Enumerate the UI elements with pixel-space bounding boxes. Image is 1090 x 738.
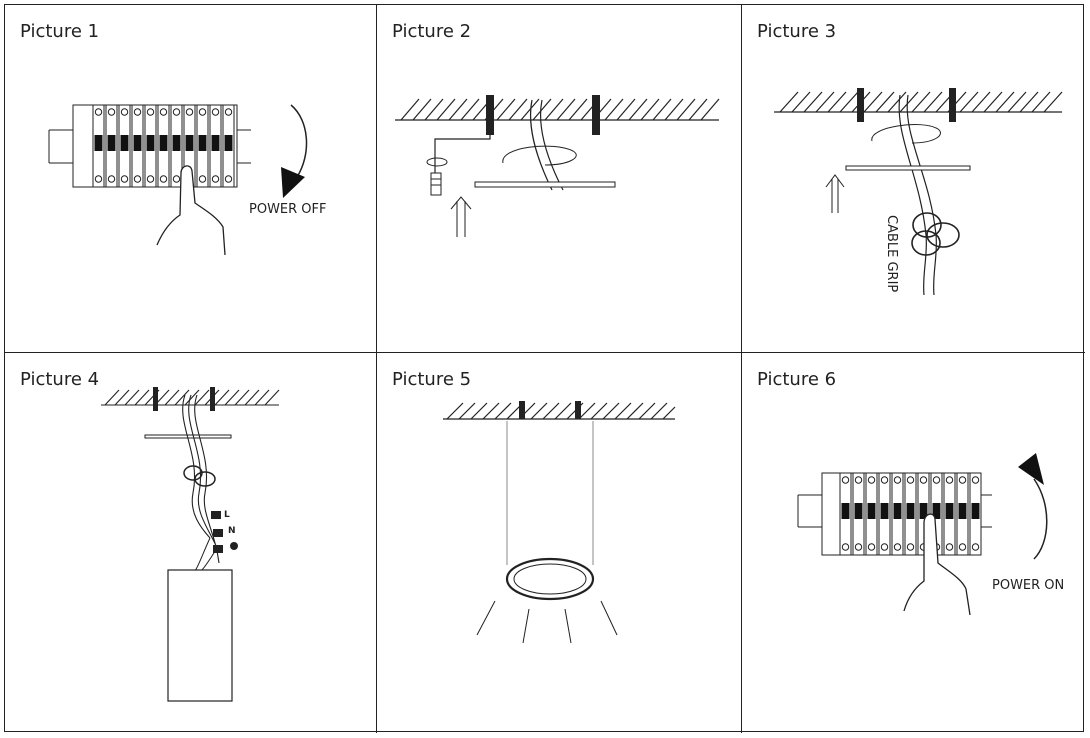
wall-plug-icon [575, 401, 581, 419]
cable-icon [182, 394, 220, 564]
arrow-head-icon [281, 167, 305, 198]
lamp-inner-ring-icon [513, 563, 587, 595]
rotation-arrow-icon [502, 145, 577, 166]
mounting-plate [845, 165, 971, 171]
rotation-icon [426, 157, 448, 167]
panel-picture-2: Picture 2 [377, 5, 742, 353]
panel-title: Picture 2 [392, 21, 472, 42]
ceiling-hatch [395, 98, 720, 121]
din-rail [48, 129, 251, 164]
power-on-label: POWER ON [992, 578, 1064, 593]
breaker-panel [72, 104, 238, 188]
wall-plug-icon [949, 88, 956, 122]
screw-guide-line [434, 127, 491, 173]
lamp-ring-icon [505, 557, 595, 601]
panel-title: Picture 1 [20, 21, 100, 42]
panel-title: Picture 5 [392, 369, 472, 390]
mounting-plate [474, 181, 616, 188]
terminal-label-n: N [228, 526, 236, 536]
terminal-label-l: L [224, 510, 230, 520]
terminal-block-icon [211, 511, 223, 553]
rotation-arrow-icon [1033, 478, 1048, 560]
panel-title: Picture 4 [20, 369, 100, 390]
wiring-illustration: L N [101, 387, 280, 702]
cable-grip-label: CABLE GRIP [884, 215, 899, 292]
wall-plug-icon [486, 95, 494, 135]
power-on-illustration: POWER ON [797, 453, 1064, 616]
driver-box [167, 569, 233, 702]
ceiling-hatch [101, 389, 280, 406]
cable-grip-icon [911, 212, 960, 256]
panel-picture-5: Picture 5 [377, 353, 742, 733]
drilling-illustration [395, 95, 720, 237]
panel-picture-4: Picture 4 L [5, 353, 377, 733]
arrow-head-icon [1018, 453, 1044, 485]
panel-title: Picture 3 [757, 21, 837, 42]
earth-symbol-icon [230, 542, 238, 550]
instruction-grid: Picture 1 [4, 4, 1085, 733]
driver-cable-icon [194, 537, 218, 572]
ceiling-hatch [774, 91, 1063, 113]
wall-plug-icon [519, 401, 525, 419]
up-arrow-icon [825, 174, 845, 213]
cable-grip-icon [183, 465, 216, 487]
wall-plug-icon [153, 387, 158, 411]
hand-icon [903, 513, 971, 616]
up-arrow-icon [450, 196, 472, 237]
wall-plug-icon [210, 387, 215, 411]
wall-plug-icon [592, 95, 600, 135]
din-rail [797, 494, 992, 528]
power-off-illustration: POWER OFF [48, 104, 327, 256]
panel-title: Picture 6 [757, 369, 837, 390]
screwdriver-icon [430, 172, 442, 196]
power-off-label: POWER OFF [249, 202, 327, 217]
mounted-light-illustration [443, 401, 676, 644]
wall-plug-icon [857, 88, 864, 122]
panel-picture-3: Picture 3 [742, 5, 1085, 353]
hand-icon [156, 165, 226, 256]
panel-picture-6: Picture 6 [742, 353, 1085, 733]
panel-picture-1: Picture 1 [5, 5, 377, 353]
breaker-panel [821, 472, 982, 556]
rotation-arrow-icon [290, 104, 308, 178]
light-rays-icon [476, 600, 618, 644]
cable-grip-illustration: CABLE GRIP [774, 88, 1063, 296]
cable-icon [529, 99, 564, 191]
rotation-arrow-icon [871, 124, 941, 144]
ceiling-hatch [443, 402, 676, 420]
